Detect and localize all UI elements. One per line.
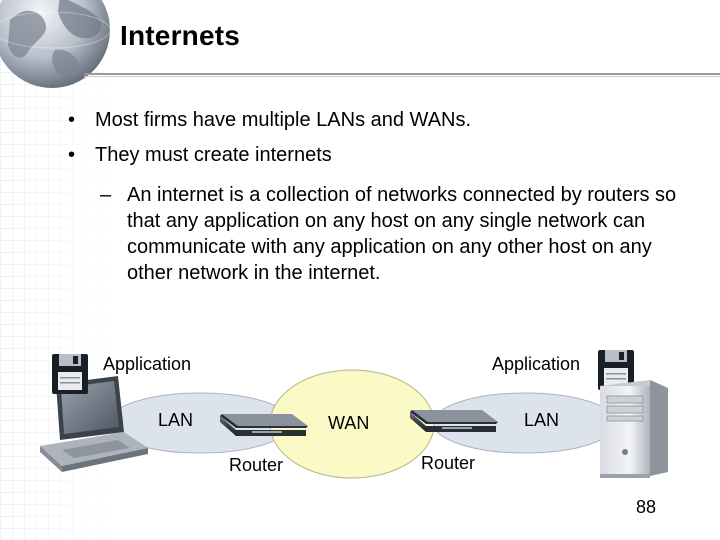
floppy-disk-icon [52, 354, 88, 394]
sub-bullet-text: An internet is a collection of networks … [127, 184, 677, 284]
bullet-text: They must create internets [95, 144, 332, 166]
right-router-label: Router [421, 453, 476, 473]
left-router-label: Router [229, 455, 284, 475]
server-tower-icon [600, 380, 668, 478]
title-divider-shadow [84, 76, 720, 77]
router-icon [410, 410, 498, 432]
title-divider [84, 73, 720, 75]
left-lan-label: LAN [158, 410, 194, 430]
wan-label: WAN [328, 413, 370, 433]
laptop-icon [40, 376, 148, 472]
router-icon [220, 414, 308, 436]
slide-title: Internets [120, 20, 241, 51]
sub-bullet-glyph: – [100, 184, 112, 206]
left-application-label: Application [103, 354, 192, 374]
page-number: 88 [636, 497, 657, 517]
floppy-disk-icon [598, 350, 634, 390]
bullet-glyph: • [68, 109, 76, 131]
bullet-text: Most firms have multiple LANs and WANs. [95, 109, 472, 131]
bullet-glyph: • [68, 144, 76, 166]
right-lan-label: LAN [524, 410, 560, 430]
right-application-label: Application [492, 354, 581, 374]
globe-icon [0, 0, 111, 88]
